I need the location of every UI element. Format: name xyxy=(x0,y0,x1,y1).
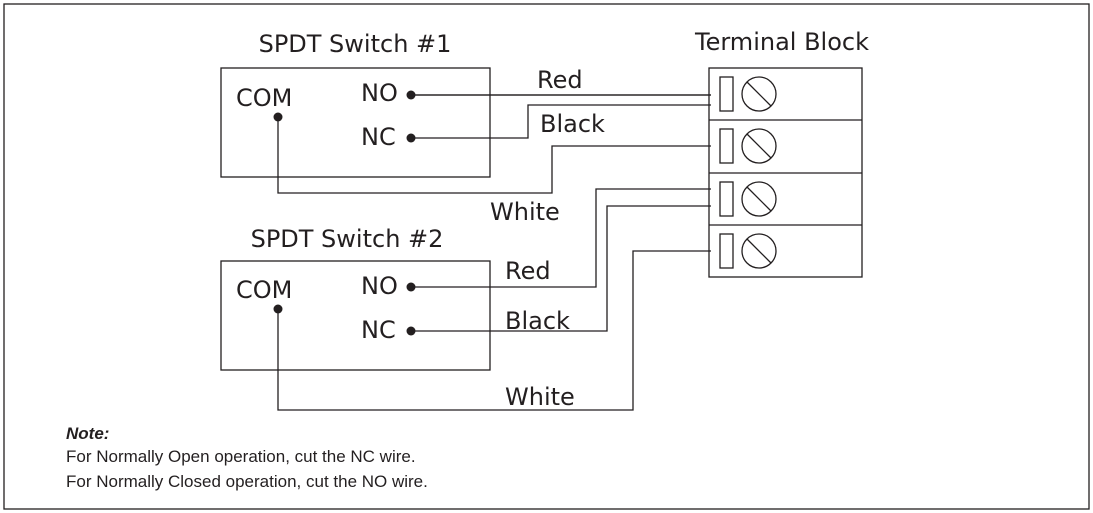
switch-2-no-label: NO xyxy=(361,272,398,300)
terminal-screw-icon xyxy=(741,233,777,269)
note-line-2: For Normally Closed operation, cut the N… xyxy=(66,472,428,491)
terminal-clamp xyxy=(719,128,734,164)
s1-white-wire xyxy=(277,117,711,194)
s2-red-wire xyxy=(411,188,711,288)
note-block: Note: For Normally Open operation, cut t… xyxy=(66,424,428,491)
switch-1-com-label: COM xyxy=(236,84,292,112)
s1-black-label: Black xyxy=(540,110,605,138)
switch-2-title: SPDT Switch #2 xyxy=(251,225,444,253)
terminal-clamp xyxy=(719,76,734,112)
s2-black-wire xyxy=(411,205,711,332)
s1-white-label: White xyxy=(490,198,560,226)
terminal-clamp xyxy=(719,233,734,269)
diagram-frame xyxy=(3,3,1090,510)
terminal-clamp xyxy=(719,181,734,217)
s1-red-label: Red xyxy=(537,66,583,94)
note-line-1: For Normally Open operation, cut the NC … xyxy=(66,447,416,466)
note-title: Note: xyxy=(66,424,109,443)
spdt-switch-2: SPDT Switch #2 COM NO NC xyxy=(220,225,491,371)
s1-black-wire xyxy=(411,104,711,139)
screw-slot xyxy=(746,186,772,212)
terminal-4 xyxy=(719,233,777,269)
terminal-screw-icon xyxy=(741,181,777,217)
switch-1-no-label: NO xyxy=(361,79,398,107)
s2-black-label: Black xyxy=(505,307,570,335)
switch-2-body xyxy=(220,260,491,371)
terminal-3 xyxy=(719,181,777,217)
switch-2-nc-label: NC xyxy=(361,316,396,344)
switch-1-body xyxy=(220,67,491,178)
s2-white-wire xyxy=(277,250,711,411)
terminal-screw-icon xyxy=(741,76,777,112)
terminal-1 xyxy=(719,76,777,112)
terminal-block: Terminal Block xyxy=(694,28,869,278)
screw-slot xyxy=(746,133,772,159)
terminal-screw-icon xyxy=(741,128,777,164)
switch-1-nc-label: NC xyxy=(361,123,396,151)
screw-slot xyxy=(746,238,772,264)
s2-white-label: White xyxy=(505,383,575,411)
switch-2-com-label: COM xyxy=(236,276,292,304)
terminal-block-title: Terminal Block xyxy=(694,28,869,56)
spdt-switch-1: SPDT Switch #1 COM NO NC xyxy=(220,30,491,178)
screw-slot xyxy=(746,81,772,107)
s2-red-label: Red xyxy=(505,257,551,285)
terminal-2 xyxy=(719,128,777,164)
switch-1-title: SPDT Switch #1 xyxy=(259,30,452,58)
